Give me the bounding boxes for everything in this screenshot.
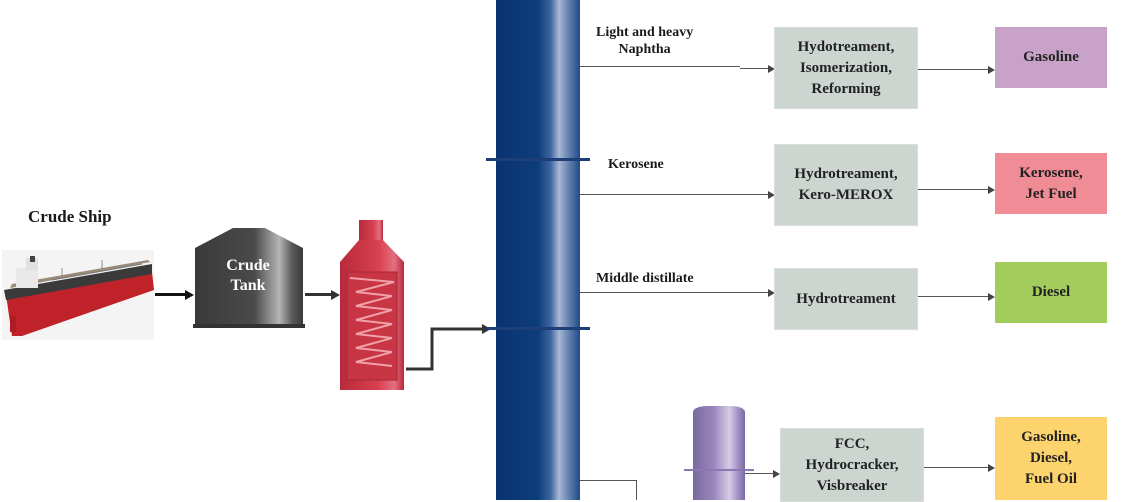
vacuum-column xyxy=(693,406,745,500)
column-tray-flange xyxy=(486,158,590,161)
flow-middle-distillate xyxy=(580,292,768,293)
process-box-naphtha: Hydotreament, Isomerization, Reforming xyxy=(774,27,918,109)
arrowhead-icon xyxy=(185,290,194,300)
flow-to-product xyxy=(918,69,988,70)
tank-label-line1: Crude xyxy=(226,257,270,274)
column-tray-flange xyxy=(486,327,590,330)
arrowhead-icon xyxy=(988,464,995,472)
product-box-diesel: Diesel xyxy=(995,262,1107,323)
flow-vacuum-to-process xyxy=(745,473,773,474)
flow-kerosene xyxy=(580,194,768,195)
flow-to-product xyxy=(918,189,988,190)
arrowhead-icon xyxy=(768,65,775,73)
product-box-kerosene-jet-fuel: Kerosene, Jet Fuel xyxy=(995,153,1107,214)
flow-to-product xyxy=(918,296,988,297)
tank-label-line2: Tank xyxy=(230,277,266,294)
arrowhead-icon xyxy=(773,470,780,478)
flow-residue xyxy=(580,480,636,481)
stream-label-naphtha: Light and heavy Naphtha xyxy=(596,25,694,57)
arrowhead-icon xyxy=(988,293,995,301)
crude-tank xyxy=(193,226,305,330)
arrowhead-icon xyxy=(768,191,775,199)
vacuum-column-flange xyxy=(684,469,754,471)
process-box-kerosene: Hydrotreament, Kero-MEROX xyxy=(774,144,918,226)
furnace-heater xyxy=(336,220,408,392)
crude-ship-label: Crude Ship xyxy=(28,207,112,226)
flow-to-product xyxy=(924,467,988,468)
arrowhead-icon xyxy=(768,289,775,297)
stream-label-kerosene: Kerosene xyxy=(608,157,664,172)
crude-ship-image xyxy=(2,250,154,340)
flow-naphtha xyxy=(580,66,740,67)
stream-label-middle-distillate: Middle distillate xyxy=(596,271,694,286)
arrowhead-icon xyxy=(988,66,995,74)
flow-tank-to-furnace xyxy=(305,293,333,296)
flow-naphtha xyxy=(740,68,768,69)
flow-residue xyxy=(636,480,637,500)
arrowhead-icon xyxy=(988,186,995,194)
flow-ship-to-tank xyxy=(155,293,187,296)
process-box-residue: FCC, Hydrocracker, Visbreaker xyxy=(780,428,924,502)
product-box-gasoline-diesel-fuel-oil: Gasoline, Diesel, Fuel Oil xyxy=(995,417,1107,500)
product-box-gasoline: Gasoline xyxy=(995,27,1107,88)
process-box-middle-distillate: Hydrotreament xyxy=(774,268,918,330)
arrowhead-icon xyxy=(331,290,340,300)
distillation-column xyxy=(496,0,580,500)
crude-tank-label: Crude Tank xyxy=(218,256,278,296)
